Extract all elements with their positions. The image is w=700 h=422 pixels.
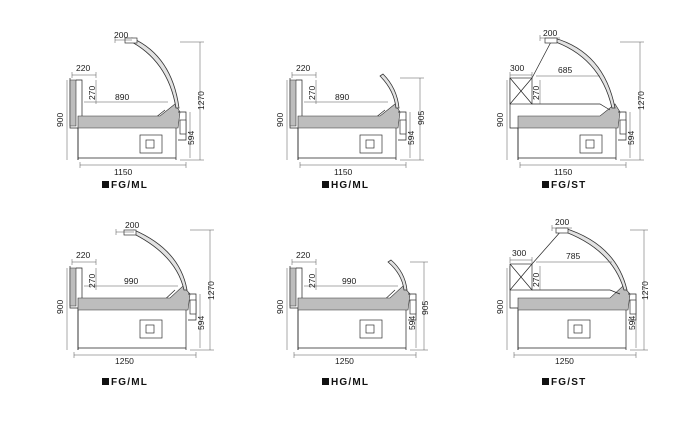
dim-h3: 594 (186, 131, 196, 145)
panel-fg-ml-1250: 220 200 270 990 900 1270 594 1250 FG/ML (55, 220, 216, 388)
dim-h1: 900 (495, 300, 505, 314)
dim-inner: 270 (87, 86, 97, 100)
dim-depth: 990 (342, 276, 356, 286)
dim-top: 200 (555, 217, 569, 227)
dim-top: 200 (114, 30, 128, 40)
caption-marker (102, 378, 109, 385)
dim-rear: 300 (512, 248, 526, 258)
dim-top: 200 (543, 28, 557, 38)
dim-width: 1150 (334, 167, 353, 177)
dim-h1: 900 (55, 300, 65, 314)
caption-marker (542, 378, 549, 385)
caption: HG/ML (331, 377, 369, 388)
dim-width: 1250 (115, 356, 134, 366)
caption: FG/ST (551, 180, 586, 191)
dim-h1: 900 (275, 300, 285, 314)
panel-fg-st-1150: 300 200 685 270 900 1270 594 1150 FG/ST (495, 28, 646, 191)
dim-inner: 270 (531, 273, 541, 287)
dim-h1: 900 (275, 113, 285, 127)
dim-width: 1150 (554, 167, 573, 177)
dim-inner: 270 (87, 274, 97, 288)
dim-width: 1150 (114, 167, 133, 177)
caption: FG/ML (111, 377, 148, 388)
dim-h2: 1270 (206, 281, 216, 300)
caption: FG/ML (111, 180, 148, 191)
dim-width: 1250 (335, 356, 354, 366)
panel-hg-ml-1150: 220 270 890 900 905 594 1150 HG/ML (275, 63, 426, 191)
dim-rear: 300 (510, 63, 524, 73)
dim-h2: 905 (420, 301, 430, 315)
dim-h2: 1270 (196, 91, 206, 110)
dim-h1: 900 (55, 113, 65, 127)
dim-h3: 594 (626, 131, 636, 145)
caption-marker (322, 378, 329, 385)
dim-shelf: 220 (76, 63, 90, 73)
dim-depth: 890 (335, 92, 349, 102)
dim-width: 1250 (555, 356, 574, 366)
dim-h3: 594 (196, 316, 206, 330)
caption: FG/ST (551, 377, 586, 388)
dim-top: 200 (125, 220, 139, 230)
dim-shelf: 220 (76, 250, 90, 260)
dim-h2: 905 (416, 111, 426, 125)
dim-h2: 1270 (640, 281, 650, 300)
dim-h3: 594 (407, 316, 417, 330)
panel-hg-ml-1250: 220 270 990 900 905 594 1250 HG/ML (275, 250, 430, 388)
dim-inner: 270 (307, 86, 317, 100)
dim-h3: 594 (406, 131, 416, 145)
caption-marker (322, 181, 329, 188)
dim-depth: 785 (566, 251, 580, 261)
dim-depth: 990 (124, 276, 138, 286)
dim-h3: 594 (627, 316, 637, 330)
caption-marker (102, 181, 109, 188)
panel-fg-ml-1150: 220 200 270 890 900 1270 594 1150 FG/ML (55, 30, 206, 191)
panel-fg-st-1250: 300 200 785 270 900 1270 594 1250 FG/ST (495, 217, 650, 388)
dim-h1: 900 (495, 113, 505, 127)
dim-shelf: 220 (296, 63, 310, 73)
dim-inner: 270 (307, 274, 317, 288)
caption: HG/ML (331, 180, 369, 191)
caption-marker (542, 181, 549, 188)
dim-depth: 685 (558, 65, 572, 75)
dim-h2: 1270 (636, 91, 646, 110)
dim-shelf: 220 (296, 250, 310, 260)
dim-inner: 270 (531, 86, 541, 100)
dim-depth: 890 (115, 92, 129, 102)
